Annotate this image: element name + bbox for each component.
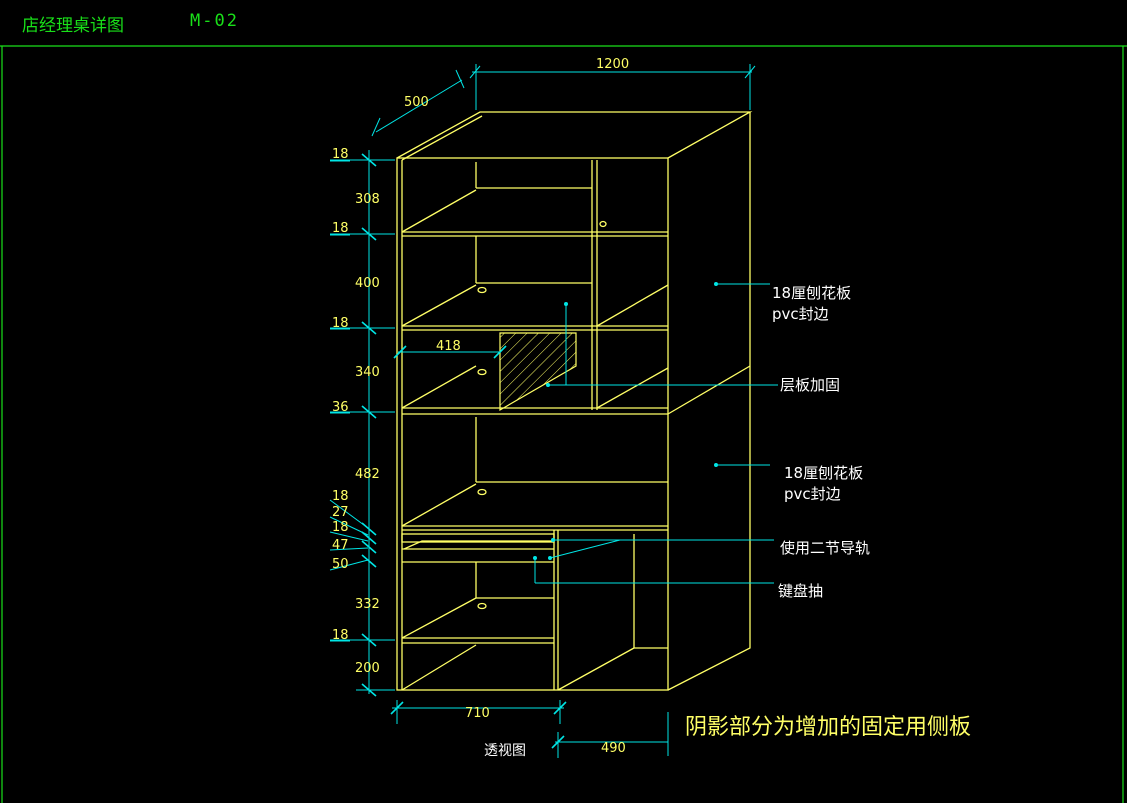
label-side-panel-upper-2: pvc封边 [772,305,829,323]
dimension-underlines [330,160,350,642]
reinforcement-panel [499,332,577,412]
dim-v-6: 36 [332,400,349,415]
drawing-code: M-02 [190,11,239,31]
dim-v-0: 18 [332,147,349,162]
dim-v-15: 200 [355,661,380,676]
title-bar: 店经理桌详图 M-02 [0,0,1127,46]
dim-v-11: 47 [332,538,349,553]
dim-v-10: 18 [332,520,349,535]
dim-v-5: 340 [355,365,380,380]
dim-depth-top: 500 [404,95,429,110]
dim-bottom-right: 490 [601,741,626,756]
dimension-lines [329,64,778,758]
leader-dots [533,282,718,560]
drawing-title: 店经理桌详图 [22,16,124,36]
dim-v-9: 27 [332,505,349,520]
dim-v-4: 18 [332,316,349,331]
label-rail: 使用二节导轨 [780,539,870,557]
dim-width-top: 1200 [596,57,629,72]
dim-v-1: 308 [355,192,380,207]
drawing-frame [0,45,1127,803]
dim-v-14: 18 [332,628,349,643]
label-side-panel-upper-1: 18厘刨花板 [772,284,851,302]
dim-bottom-left: 710 [465,706,490,721]
dimension-ticks [361,153,567,749]
label-shelf-reinforce: 层板加固 [780,376,840,394]
label-keyboard-tray: 键盘抽 [778,582,823,600]
label-side-panel-lower-2: pvc封边 [784,485,841,503]
dim-v-8: 18 [332,489,349,504]
dim-v-13: 332 [355,597,380,612]
dim-v-3: 400 [355,276,380,291]
note-hatched-panel: 阴影部分为增加的固定用侧板 [685,715,971,740]
dim-v-2: 18 [332,221,349,236]
dim-inner-width: 418 [436,339,461,354]
cabinet-drawing [396,111,753,691]
label-view-name: 透视图 [484,743,526,759]
label-side-panel-lower-1: 18厘刨花板 [784,464,863,482]
dim-v-12: 50 [332,557,349,572]
dim-v-7: 482 [355,467,380,482]
